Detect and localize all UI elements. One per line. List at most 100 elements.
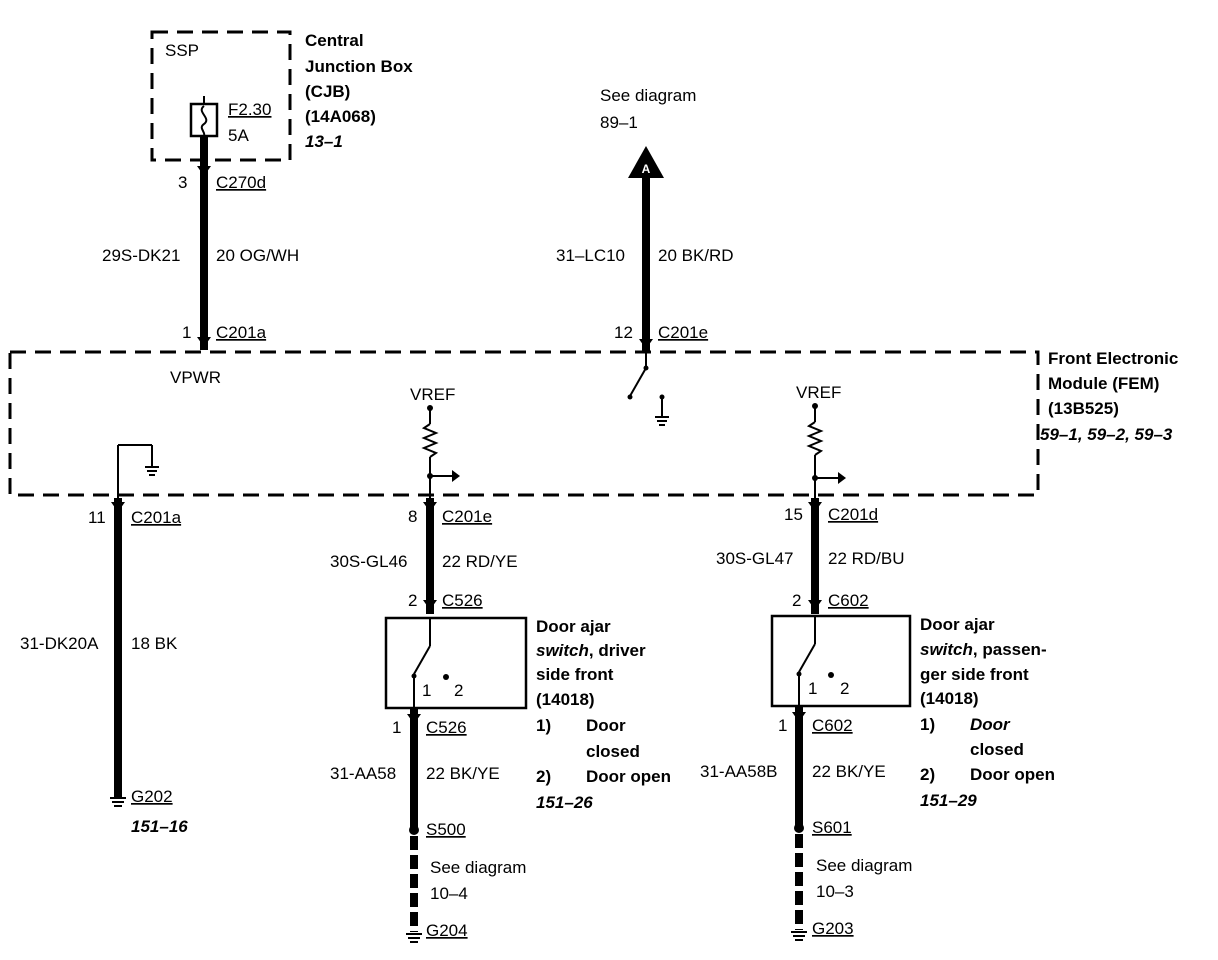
driver-switch-name-suffix: , driver (589, 641, 646, 660)
splice-s601-label: S601 (812, 818, 852, 837)
cjb-dashed-box (150, 30, 292, 162)
passenger-state2: Door open (970, 765, 1055, 784)
feed-circuit: 29S-DK21 (102, 246, 180, 265)
driver-switch-pin-in: 2 (408, 591, 417, 610)
passenger-gauge-color: 22 RD/BU (828, 549, 905, 568)
passenger-switch-name-line3: ger side front (920, 665, 1029, 684)
driver-out-gauge: 22 BK/YE (426, 764, 500, 783)
fem-part-number: (13B525) (1048, 399, 1119, 418)
feed-connector-bottom: C201a (216, 323, 267, 342)
offpage-ref: 89–1 (600, 113, 638, 132)
cjb-diagram-ref: 13–1 (305, 132, 343, 151)
passenger-see-ref: 10–3 (816, 882, 854, 901)
fem-name-line1: Front Electronic (1048, 349, 1178, 368)
offpage-see-diagram: See diagram (600, 86, 696, 105)
fuse-icon (189, 96, 219, 138)
driver-door-switch-icon (411, 618, 449, 708)
ground-left-circuit: 31-DK20A (20, 634, 99, 653)
driver-state1-line1: Door (586, 716, 626, 735)
connector-c201e-top-icon (639, 339, 653, 349)
feed-pin-top: 3 (178, 173, 187, 192)
connector-c201a-top-icon (197, 337, 211, 347)
fem-diagram-refs: 59–1, 59–2, 59–3 (1040, 425, 1173, 444)
passenger-state2-num: 2) (920, 765, 935, 784)
driver-switch-part: (14018) (536, 690, 595, 709)
passenger-door-switch-icon (796, 616, 834, 706)
driver-contact-2: 2 (454, 681, 463, 700)
vpwr-label: VPWR (170, 368, 221, 387)
driver-see-ref: 10–4 (430, 884, 468, 903)
passenger-out-circuit: 31-AA58B (700, 762, 778, 781)
offpage-marker: A (642, 162, 651, 176)
passenger-switch-part: (14018) (920, 689, 979, 708)
driver-out-circuit: 31-AA58 (330, 764, 396, 783)
driver-switch-connector-in: C526 (442, 591, 483, 610)
splice-s601-icon (794, 823, 804, 833)
feed-pin-bottom: 1 (182, 323, 191, 342)
passenger-see-diagram: See diagram (816, 856, 912, 875)
fuse-rating: 5A (228, 126, 249, 145)
driver-ref: 151–26 (536, 793, 593, 812)
ssp-label: SSP (165, 41, 199, 60)
passenger-pullup-resistor-icon (806, 403, 846, 500)
offpage-pin: 12 (614, 323, 633, 342)
connector-c201e-bottom-icon (423, 502, 437, 512)
passenger-switch-name-line2: switch, passen- (920, 640, 1047, 659)
ground-g204-icon (406, 933, 422, 943)
connector-c201a-bottom-icon (111, 502, 125, 512)
driver-out-pin: 1 (392, 718, 401, 737)
connector-c201d-bottom-icon (808, 502, 822, 512)
offpage-connector: C201e (658, 323, 708, 342)
feed-connector-top: C270d (216, 173, 266, 192)
passenger-out-pin: 1 (778, 716, 787, 735)
driver-state2-num: 2) (536, 767, 551, 786)
fem-name-line2: Module (FEM) (1048, 374, 1159, 393)
passenger-state1-line1: Door (970, 715, 1011, 734)
driver-see-diagram: See diagram (430, 858, 526, 877)
driver-gauge-color: 22 RD/YE (442, 552, 518, 571)
driver-pullup-resistor-icon (421, 405, 460, 500)
driver-state1-num: 1) (536, 716, 551, 735)
passenger-pin: 15 (784, 505, 803, 524)
driver-out-connector: C526 (426, 718, 467, 737)
passenger-state1-num: 1) (920, 715, 935, 734)
driver-door-switch-box (384, 616, 528, 710)
ground-left-connector: C201a (131, 508, 182, 527)
passenger-switch-pin-in: 2 (792, 591, 801, 610)
cjb-name-line2: Junction Box (305, 57, 413, 76)
passenger-switch-connector-in: C602 (828, 591, 869, 610)
cjb-name-line1: Central (305, 31, 364, 50)
ground-left-pin: 11 (88, 508, 106, 527)
ground-g204-label: G204 (426, 921, 468, 940)
passenger-door-switch-box (770, 614, 912, 708)
passenger-out-connector: C602 (812, 716, 853, 735)
fem-dashed-box (8, 350, 1040, 497)
connector-c602-out-icon (792, 712, 806, 722)
passenger-switch-name-suffix: , passen- (973, 640, 1047, 659)
driver-connector: C201e (442, 507, 492, 526)
driver-state2: Door open (586, 767, 671, 786)
fem-internal-ground-icon (117, 444, 159, 498)
connector-c526-out-icon (407, 714, 421, 724)
ground-g203-icon (791, 931, 807, 941)
passenger-out-gauge: 22 BK/YE (812, 762, 886, 781)
driver-state1-line2: closed (586, 742, 640, 761)
passenger-connector: C201d (828, 505, 878, 524)
passenger-vref-label: VREF (796, 383, 841, 402)
driver-contact-1: 1 (422, 681, 431, 700)
driver-switch-name-line2: switch, driver (536, 641, 646, 660)
splice-s500-icon (409, 825, 419, 835)
cjb-part-number: (14A068) (305, 107, 376, 126)
passenger-switch-name-word: switch (920, 640, 973, 659)
connector-c602-in-icon (808, 600, 822, 610)
passenger-contact-1: 1 (808, 679, 817, 698)
ground-left-gauge: 18 BK (131, 634, 178, 653)
passenger-switch-name-line1: Door ajar (920, 615, 995, 634)
feed-gauge-color: 20 OG/WH (216, 246, 299, 265)
driver-switch-name-line3: side front (536, 665, 614, 684)
driver-vref-label: VREF (410, 385, 455, 404)
offpage-circuit: 31–LC10 (556, 246, 625, 265)
fuse-id: F2.30 (228, 100, 271, 119)
cjb-name-line3: (CJB) (305, 82, 350, 101)
